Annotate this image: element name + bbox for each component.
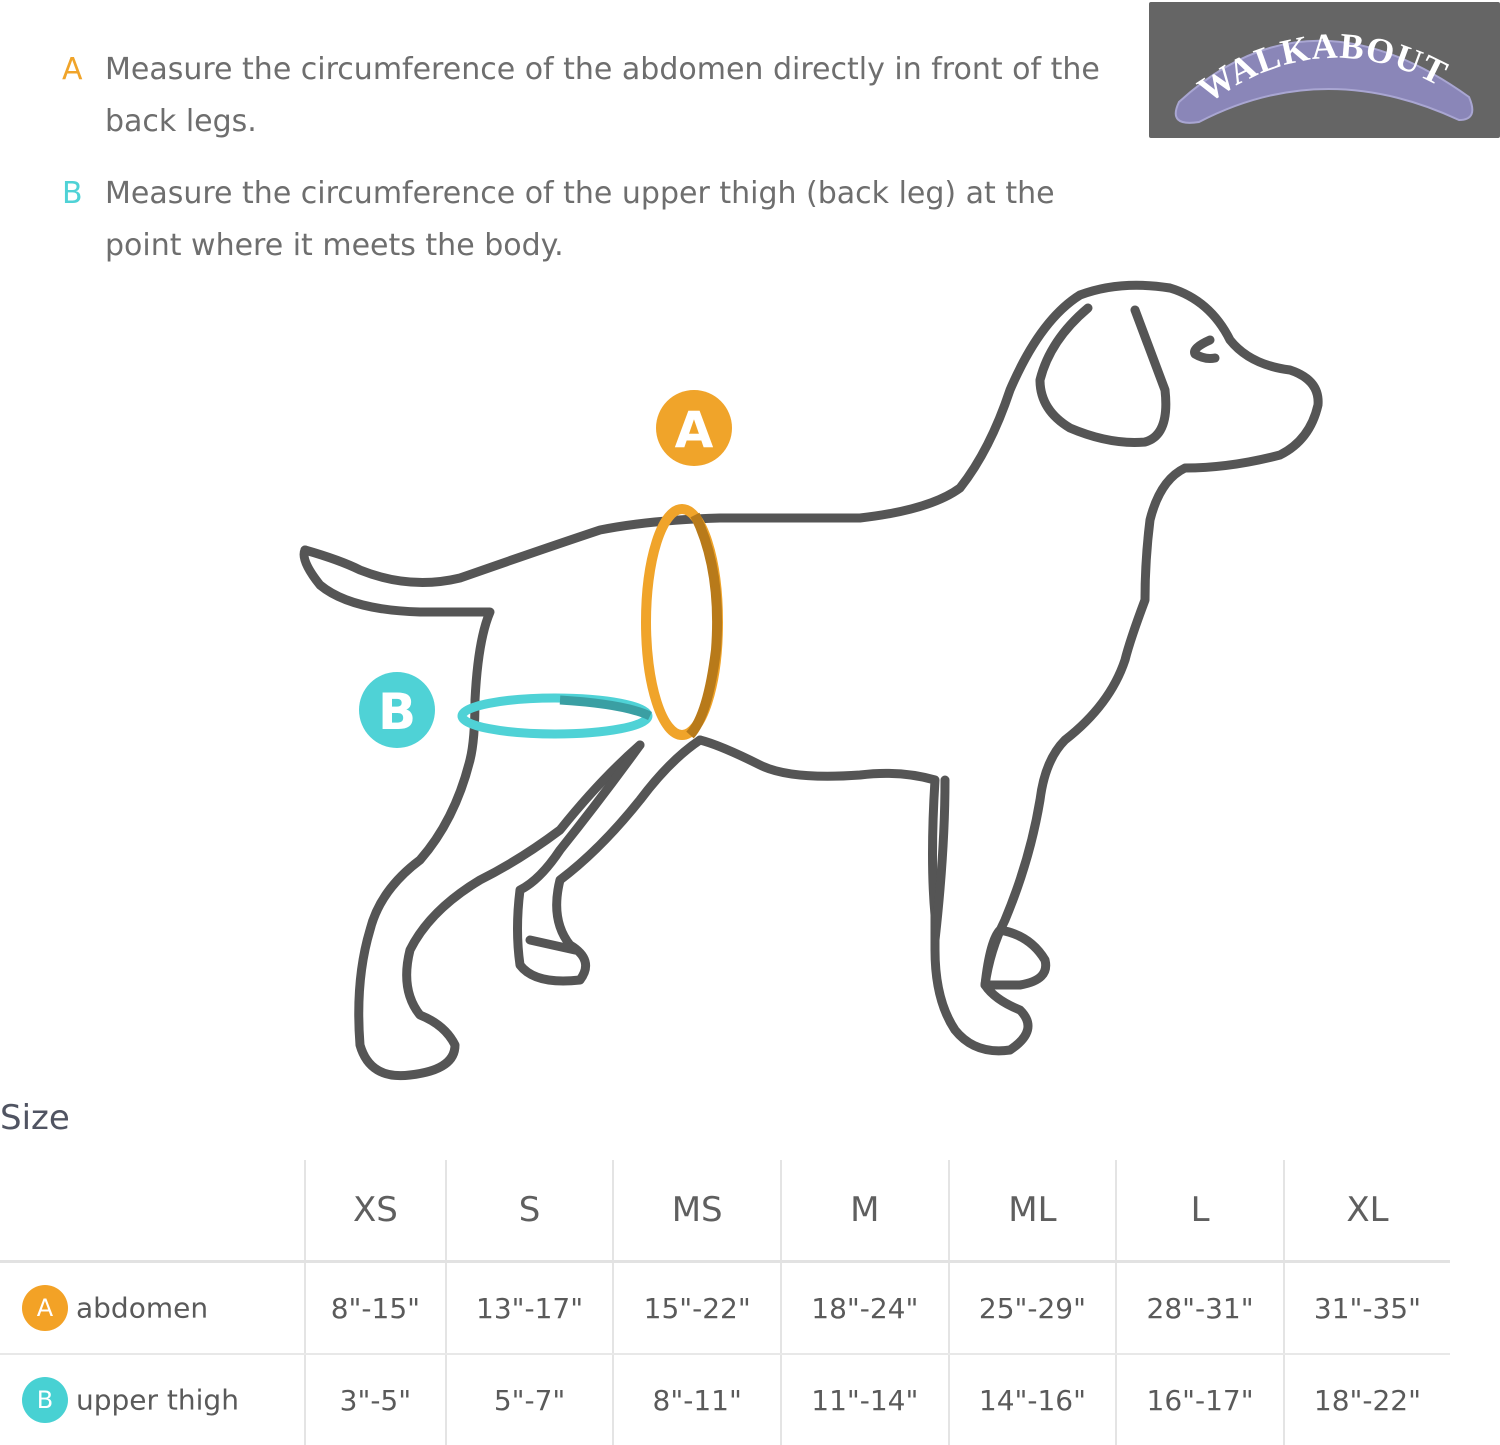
size-header-xl: XL [1282,1160,1450,1263]
size-header-ms: MS [612,1160,781,1263]
row-label-upper-thigh: upper thigh [76,1383,239,1417]
table-cell: 15"-22" [612,1261,781,1355]
walkabout-logo: WALKABOUT [1149,2,1500,138]
measurement-instructions: A Measure the circumference of the abdom… [62,44,1122,292]
table-cell: 16"-17" [1115,1354,1284,1445]
instruction-b: B Measure the circumference of the upper… [62,168,1122,272]
abdomen-ring-shade [686,512,723,739]
table-cell: 8"-15" [304,1261,446,1355]
table-corner [0,1160,305,1263]
size-header-xs: XS [304,1160,446,1263]
boomerang-logo-icon: WALKABOUT [1174,25,1474,124]
table-cell: 18"-22" [1282,1354,1450,1445]
size-header-m: M [780,1160,949,1263]
marker-a: A [656,390,732,466]
marker-a-circle [656,390,732,466]
instruction-a-letter: A [62,52,83,87]
marker-b-circle [359,672,435,748]
dog-measurement-figure: A B [299,280,1323,1081]
instruction-b-letter: B [62,176,83,211]
row-label-abdomen: abdomen [76,1291,209,1325]
table-cell: 31"-35" [1282,1261,1450,1355]
table-cell: 5"-7" [444,1354,614,1445]
table-cell: 14"-16" [947,1354,1117,1445]
badge-b: B [22,1377,68,1423]
table-cell: 3"-5" [304,1354,446,1445]
boomerang-shape [1174,39,1474,124]
dog-outline [299,280,1323,1081]
table-cell: 18"-24" [780,1261,949,1355]
size-header-l: L [1115,1160,1284,1263]
table-cell: 13"-17" [444,1261,614,1355]
table-cell: 28"-31" [1115,1261,1284,1355]
size-heading: Size [0,1098,70,1138]
marker-b-label: B [378,683,416,741]
table-cell: 8"-11" [612,1354,781,1445]
size-header-ml: ML [947,1160,1117,1263]
instruction-a-text: Measure the circumference of the abdomen… [105,52,1100,139]
instruction-b-text: Measure the circumference of the upper t… [105,176,1055,263]
table-cell: 11"-14" [780,1354,949,1445]
thigh-ring-shade [559,695,652,721]
marker-b: B [359,672,435,748]
size-header-row: XS S MS M ML L XL [0,1160,1450,1263]
instruction-a: A Measure the circumference of the abdom… [62,44,1122,148]
marker-a-label: A [675,401,714,459]
table-cell: 25"-29" [947,1261,1117,1355]
badge-a: A [22,1285,68,1331]
size-header-s: S [444,1160,614,1263]
